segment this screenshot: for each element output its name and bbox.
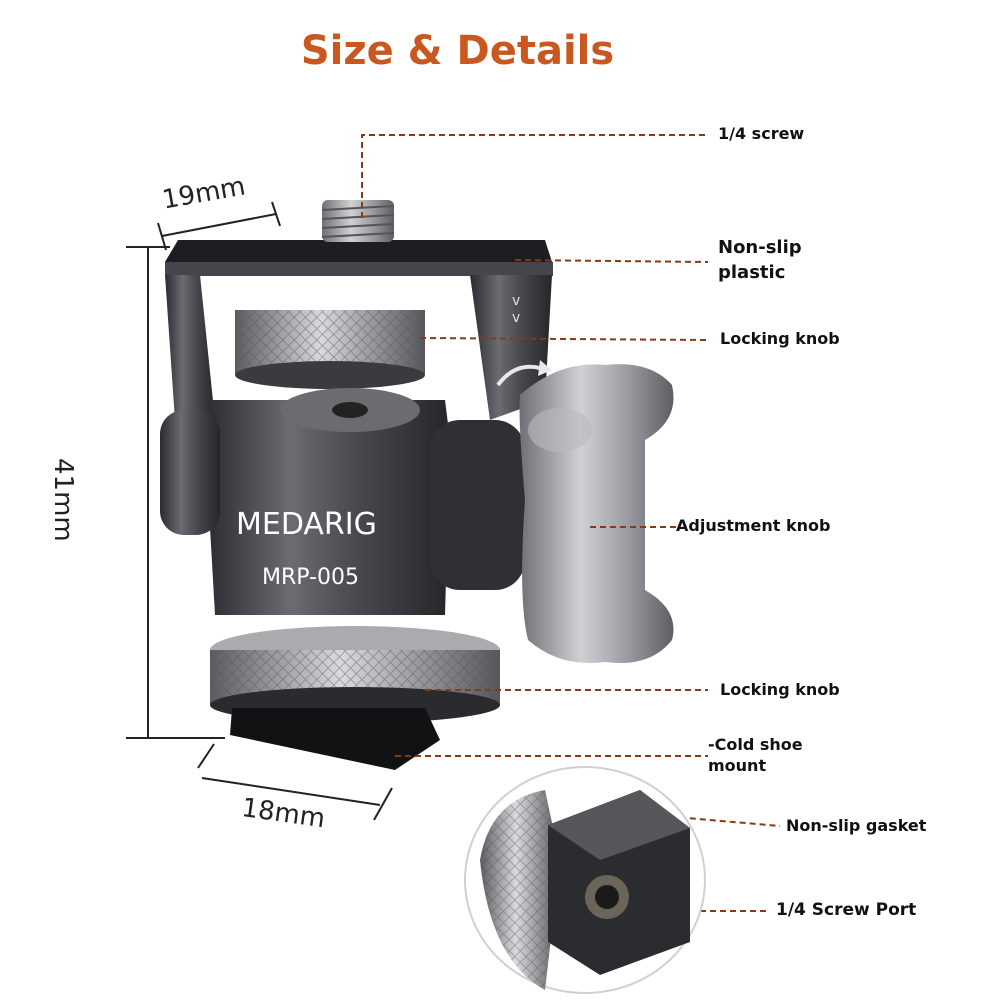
right-arm xyxy=(470,275,552,420)
label-adjustment-knob: Adjustment knob xyxy=(676,516,831,535)
label-locking-knob-bottom: Locking knob xyxy=(720,680,840,699)
upper-locking-ring xyxy=(235,310,425,389)
dimension-lines xyxy=(126,201,393,821)
cold-shoe xyxy=(230,708,440,770)
dim-height: 41mm xyxy=(48,458,78,542)
label-locking-knob-top: Locking knob xyxy=(720,329,840,348)
label-nonslip-gasket: Non-slip gasket xyxy=(786,816,927,835)
screw-shape xyxy=(321,200,395,242)
brand-print: MEDARIG xyxy=(236,507,377,542)
main-body xyxy=(205,400,450,615)
inset-detail xyxy=(464,766,706,994)
left-arm xyxy=(165,275,215,420)
label-nonslip-plastic-1: Non-slip xyxy=(718,237,802,258)
label-nonslip-plastic-2: plastic xyxy=(718,262,786,283)
left-boss xyxy=(160,410,220,535)
right-hub xyxy=(430,420,525,590)
label-cold-shoe-1: -Cold shoe xyxy=(708,735,803,754)
svg-text:v: v xyxy=(512,310,520,326)
rotate-arrow-icon xyxy=(496,364,541,387)
label-cold-shoe-2: mount xyxy=(708,756,767,775)
page-title: Size & Details xyxy=(300,28,615,74)
lower-locking-ring xyxy=(210,626,500,723)
label-screw-port: 1/4 Screw Port xyxy=(776,900,917,920)
chevron-marks: v xyxy=(512,293,520,309)
adjustment-knob-shape xyxy=(519,364,674,664)
label-screw: 1/4 screw xyxy=(718,124,805,143)
model-print: MRP-005 xyxy=(262,565,359,590)
